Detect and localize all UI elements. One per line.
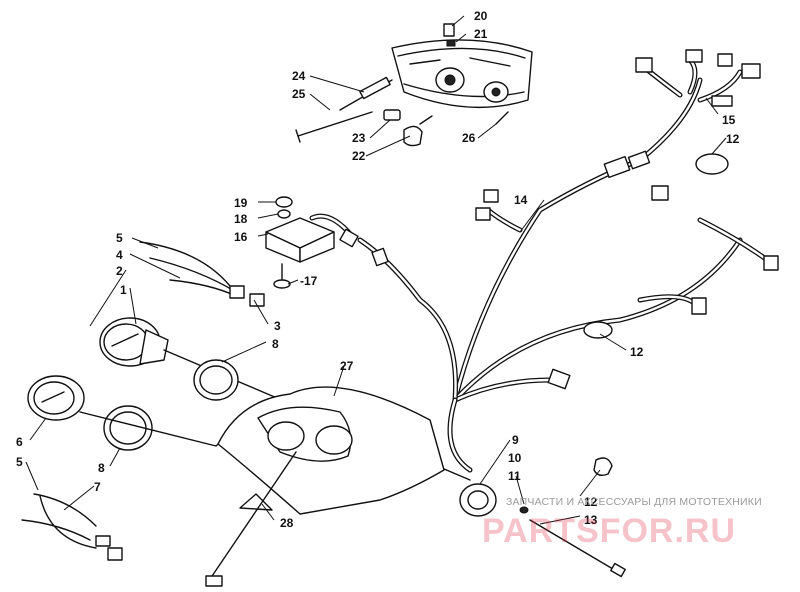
- callout-11: 11: [508, 469, 521, 483]
- voltage-regulator: [265, 196, 389, 289]
- callout-4: 4: [116, 248, 123, 262]
- callout-26: 26: [462, 131, 476, 145]
- leader-lines: [25, 15, 727, 525]
- dash-panel: [207, 386, 445, 583]
- callout-27: 27: [340, 359, 354, 373]
- callout-9: 9: [512, 433, 519, 447]
- callout-labels: 1 2 4 5 3 8 6 5 7 8 28 27 9 10 11 12 13 …: [16, 9, 740, 530]
- headlight-assembly: [295, 23, 533, 147]
- callout-12-middle: 12: [630, 345, 644, 359]
- callout-24: 24: [292, 69, 306, 83]
- watermark-caption: ЗАПЧАСТИ И АКСЕССУАРЫ ДЛЯ МОТОТЕХНИКИ: [506, 496, 762, 508]
- callout-1: 1: [120, 283, 127, 297]
- speedometer-gauge: [27, 375, 257, 451]
- callout-2: 2: [116, 264, 123, 278]
- callout-25: 25: [292, 87, 306, 101]
- callout-6: 6: [16, 435, 23, 449]
- callout-5-lower: 5: [16, 455, 23, 469]
- gauge-wiring: [21, 241, 265, 561]
- callout-21: 21: [474, 27, 488, 41]
- callout-8-lower: 8: [98, 461, 105, 475]
- callout-17: -17: [300, 274, 318, 288]
- callout-5-upper: 5: [116, 231, 123, 245]
- callout-14: 14: [514, 193, 528, 207]
- callout-22: 22: [352, 149, 366, 163]
- callout-18: 18: [234, 212, 248, 226]
- callout-7: 7: [94, 480, 101, 494]
- callout-19: 19: [234, 196, 248, 210]
- watermark-brand: PARTSFOR.RU: [482, 512, 737, 550]
- callout-8-upper: 8: [272, 337, 279, 351]
- callout-12-bottom: 12: [584, 495, 598, 509]
- callout-20: 20: [474, 9, 488, 23]
- callout-23: 23: [352, 131, 366, 145]
- callout-10: 10: [508, 451, 522, 465]
- callout-12-top: 12: [726, 132, 740, 146]
- cable-parts: [205, 457, 626, 587]
- callout-28: 28: [280, 516, 294, 530]
- callout-13: 13: [584, 513, 598, 527]
- callout-3: 3: [274, 319, 281, 333]
- callout-16: 16: [234, 230, 248, 244]
- callout-15: 15: [722, 113, 736, 127]
- wiring-harness: [357, 49, 779, 473]
